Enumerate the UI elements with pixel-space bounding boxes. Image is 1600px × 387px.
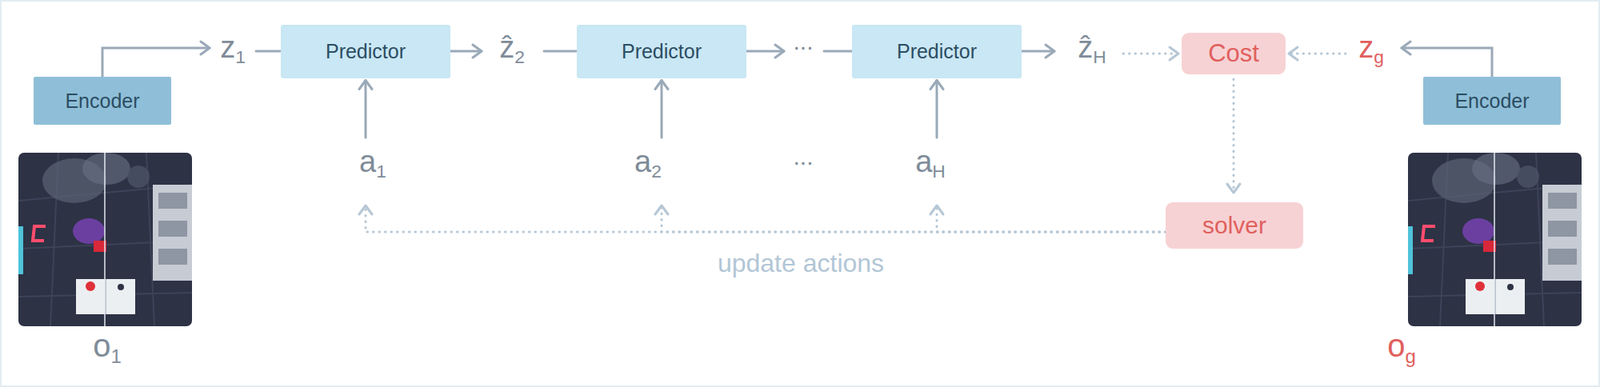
solid-line [824,50,852,53]
ellipsis: ... [792,143,813,172]
solid-line [256,50,281,53]
arrowhead [472,44,482,58]
latent-label: ẑ2 [499,30,525,68]
node-label: Predictor [325,40,406,64]
arrowhead [359,205,372,215]
solid-line [102,48,210,77]
goal-latent-label: zg [1358,30,1384,68]
predictor-box: Predictor [852,24,1022,79]
arrowhead [1169,47,1179,60]
connector [1288,41,1492,77]
encoder-box: Encoder [1423,76,1561,125]
arrowhead [1227,184,1240,193]
predictor-box: Predictor [576,24,747,79]
arrowhead [1288,47,1298,60]
action-label: a2 [634,144,662,182]
dotted-line [1288,52,1346,56]
solver-box: solver [1165,202,1304,249]
connector [359,80,1166,233]
solid-line [544,50,577,53]
goal-observation-label: og [1387,327,1416,368]
arrowhead [655,80,668,90]
latent-label: z1 [220,30,246,68]
solid-line [364,80,368,139]
node-label: Encoder [1454,89,1529,113]
solid-line [450,50,482,53]
arrowhead [930,80,944,90]
cost-box: Cost [1181,32,1286,75]
encoder-box: Encoder [33,76,172,125]
solid-line [936,80,939,139]
dotted-line [1232,79,1236,193]
connector [930,80,1166,233]
action-label: aH [915,144,946,182]
arrowhead [1401,41,1411,55]
solid-line [660,80,664,139]
dotted-line [936,205,1166,232]
goal-image [1408,152,1582,327]
latent-label: ẑH [1077,30,1106,68]
solid-line [746,50,784,53]
solid-line [1401,48,1492,77]
predictor-box: Predictor [280,24,451,79]
connector [102,41,281,77]
node-label: Predictor [621,40,702,64]
action-label: a1 [359,144,387,182]
node-label: solver [1202,212,1267,240]
dotted-line [365,205,1166,232]
node-label: Cost [1208,39,1260,68]
solid-line [1021,50,1055,53]
node-label: Encoder [64,89,140,113]
ellipsis: ... [792,28,813,56]
node-label: Predictor [896,40,977,64]
arrowhead [359,80,372,90]
dotted-line [661,205,1166,232]
arrowhead [200,41,210,55]
observation-label: o1 [92,327,122,368]
connector [655,80,1166,233]
arrowhead [775,44,784,58]
connector [1227,79,1240,193]
arrowhead [1045,44,1055,58]
dotted-line [1123,52,1179,56]
arrowhead [655,205,668,215]
arrowhead [930,205,944,215]
edge-note: update actions [717,248,884,279]
observation-image [18,152,192,327]
